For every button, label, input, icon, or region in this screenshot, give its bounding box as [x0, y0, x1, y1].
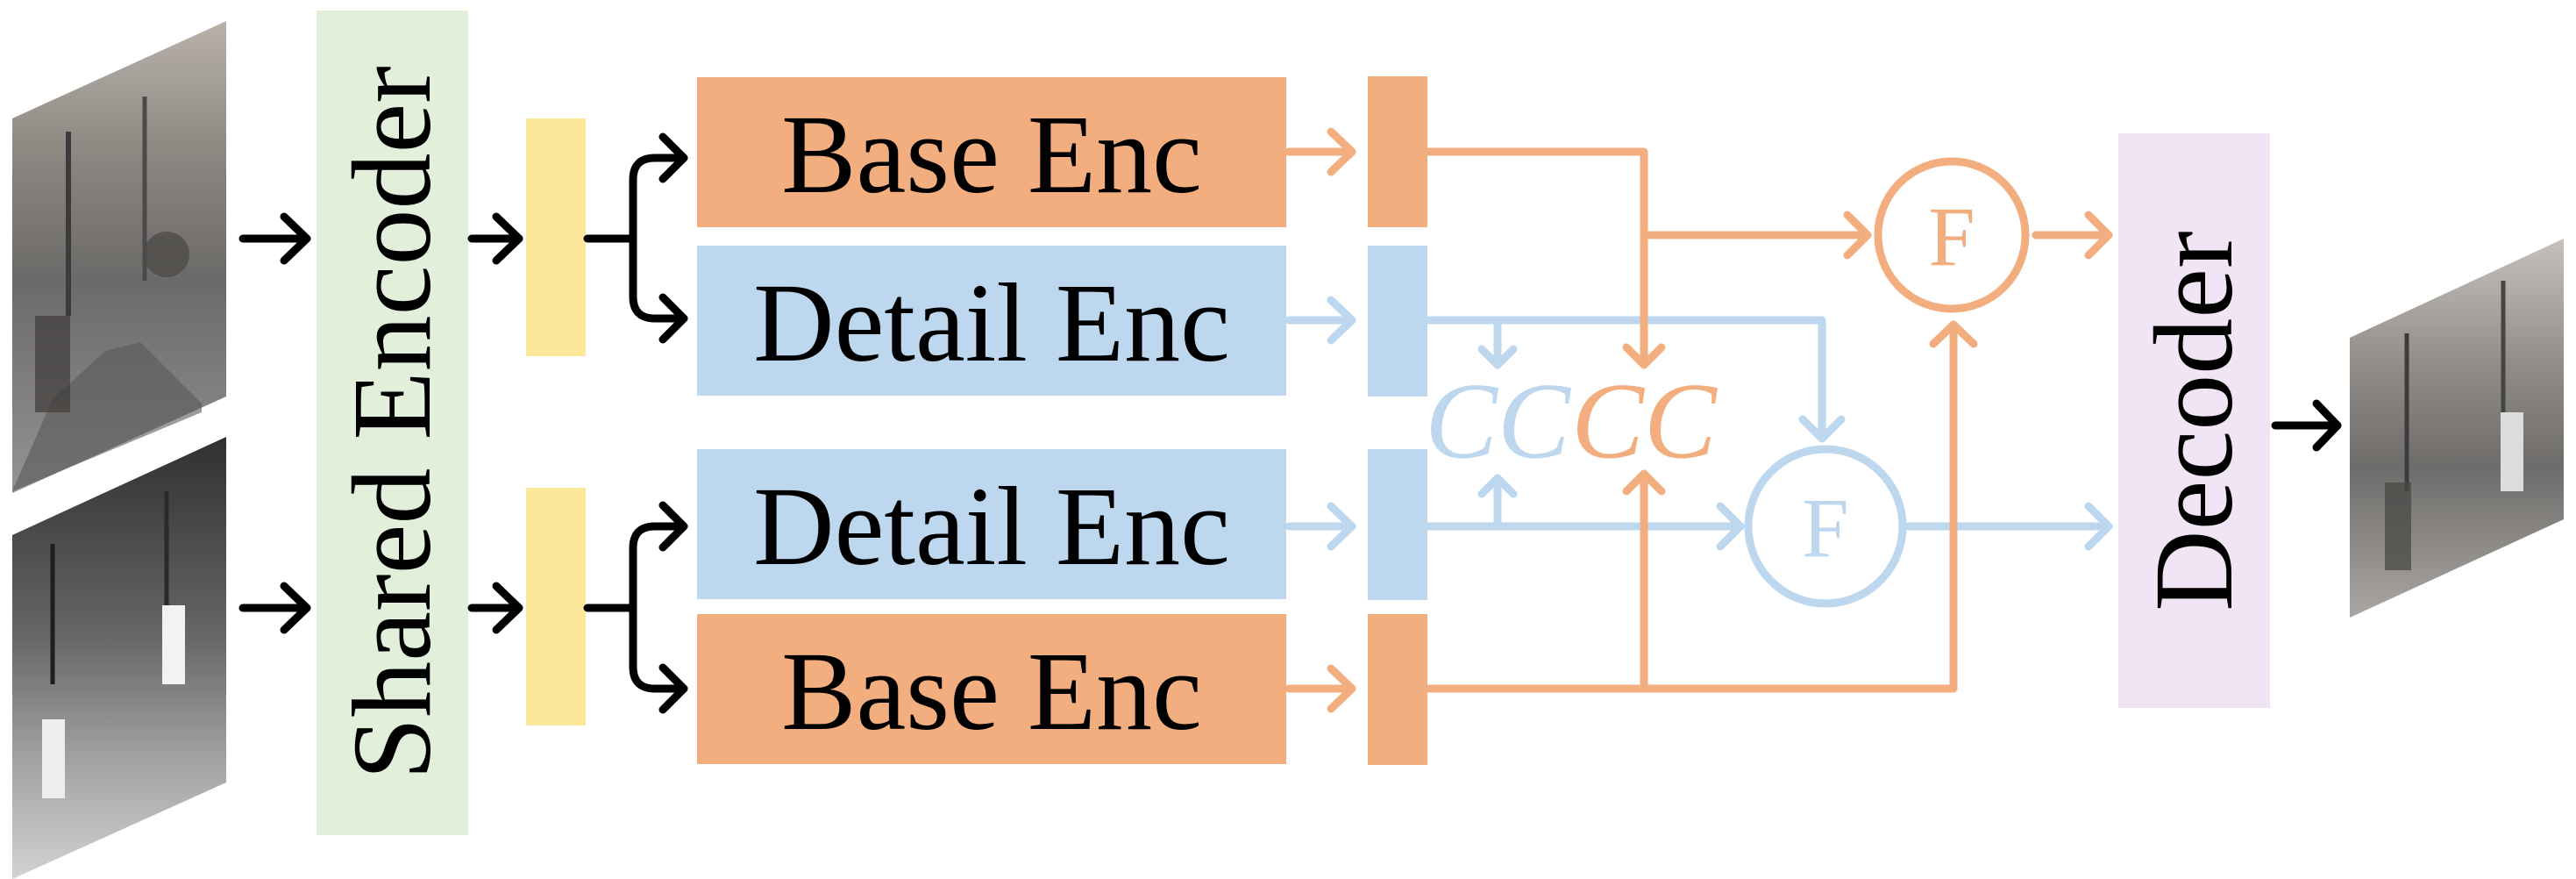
detail-connectors [1425, 316, 2113, 551]
base-encoder-bottom: Base Enc [697, 614, 1286, 764]
detail-encoder-bottom-label: Detail Enc [753, 464, 1230, 589]
input-arrows [238, 212, 311, 634]
base-encoder-top-label: Base Enc [781, 92, 1202, 217]
shared-encoder-label: Shared Encoder [330, 66, 454, 780]
detail-feature-bottom [1368, 449, 1427, 600]
branch-arrows [583, 132, 688, 714]
shared-encoder-block: Shared Encoder [317, 11, 468, 835]
base-feature-bottom [1368, 614, 1427, 765]
fusion-node-base-label: F [1928, 190, 1975, 284]
detail-feature-top [1368, 246, 1427, 397]
base-feature-top [1368, 76, 1427, 227]
encoder-output-arrows-base [1284, 127, 1356, 713]
cc-detail-label: CC [1425, 361, 1571, 482]
visible-shared-feature [526, 118, 586, 356]
decoder-block: Decoder [2118, 133, 2270, 708]
decoder-label: Decoder [2131, 231, 2256, 611]
base-connectors [1425, 147, 2113, 693]
detail-encoder-bottom: Detail Enc [697, 449, 1286, 599]
infrared-image-thumbnail [12, 437, 226, 879]
fused-image-thumbnail [2350, 239, 2564, 618]
output-arrow [2271, 399, 2342, 452]
encoder-output-arrows-detail [1284, 296, 1356, 551]
fusion-node-detail: F [1744, 445, 1907, 608]
shared-encoder-arrows [467, 212, 523, 634]
cc-base-label: CC [1571, 361, 1718, 482]
visible-image-thumbnail [12, 21, 226, 493]
fusion-node-base: F [1874, 157, 2030, 313]
base-encoder-bottom-label: Base Enc [781, 629, 1202, 754]
fusion-node-detail-label: F [1802, 482, 1848, 575]
detail-encoder-top: Detail Enc [697, 246, 1286, 396]
detail-encoder-top-label: Detail Enc [753, 261, 1230, 385]
base-encoder-top: Base Enc [697, 77, 1286, 227]
infrared-shared-feature [526, 488, 586, 725]
